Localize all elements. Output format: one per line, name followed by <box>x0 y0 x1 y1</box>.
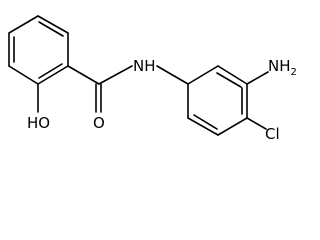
label-oh: HO <box>27 114 50 132</box>
label-cl: Cl <box>265 125 280 143</box>
label-nh2-sub: 2 <box>291 67 297 78</box>
label-nh2-main: NH <box>268 57 291 75</box>
bond-nh-ring <box>156 65 189 85</box>
right-benzene-ring <box>187 65 248 136</box>
bond-ring-carbonyl <box>67 65 100 85</box>
bond-c-cl <box>246 117 267 130</box>
bond-carbonyl-nh <box>98 65 133 85</box>
structure-diagram: NH NH2 Cl HO O <box>8 15 297 143</box>
label-nh2: NH2 <box>268 57 297 78</box>
bond-c-nh2 <box>246 71 269 85</box>
label-o: O <box>93 114 105 132</box>
label-nh: NH <box>133 57 156 75</box>
left-benzene-ring <box>8 15 69 85</box>
